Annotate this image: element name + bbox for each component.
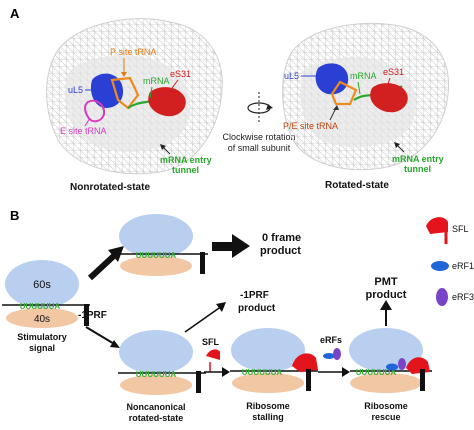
pmt-text-2: product <box>366 289 407 301</box>
rescue-label-2: rescue <box>371 412 400 422</box>
es31-protein-rotated <box>370 83 408 113</box>
pmt-text-1: PMT <box>374 276 398 288</box>
p-site-trna-shape <box>110 76 140 110</box>
zero-frame-text-1: 0 frame <box>262 232 301 244</box>
erf1-bound-icon <box>386 363 398 371</box>
sfl-bound-flag-icon <box>292 353 318 372</box>
entry-tunnel-label-right-2: tunnel <box>404 164 431 174</box>
slippery-sequence-3: UUUUUUA <box>136 370 177 379</box>
panel-b-letter: B <box>10 208 19 223</box>
pe-site-trna-shape <box>330 80 358 106</box>
ribosome-canonical: UUUUUUA <box>118 214 208 276</box>
stalling-label-2: stalling <box>252 412 284 422</box>
blue-oval-icon <box>431 261 449 271</box>
pe-site-trna-label: P/E site tRNA <box>283 121 338 131</box>
sfl-binding-step: SFL <box>202 337 230 377</box>
rescue-label-1: Ribosome <box>364 401 408 411</box>
ul5-label: uL5 <box>68 85 83 95</box>
erf1-small-icon <box>323 353 335 359</box>
rotation-indicator: Clockwise rotation of small subunit <box>222 92 296 153</box>
ribosome-rescue: UUUUUUA Ribosome rescue <box>349 328 432 422</box>
ul5-protein <box>90 73 124 108</box>
slippery-sequence-4: UUUUUUA <box>242 368 283 377</box>
small-subunit-stalling <box>232 373 304 393</box>
arrow-to-pmt: PMT product <box>366 276 407 326</box>
slippery-sequence-2: UUUUUUA <box>136 251 177 260</box>
erf3-small-icon <box>333 348 341 360</box>
ribosome-noncanonical: UUUUUUA Noncanonical rotated-state <box>118 330 206 423</box>
entry-tunnel-label-left-1: mRNA entry <box>160 155 212 165</box>
arrow-to-zero-frame: 0 frame product <box>212 232 301 258</box>
legend-label-erf1: eRF1 <box>452 261 474 271</box>
large-subunit-60s <box>5 260 79 308</box>
mrna-label-left: mRNA <box>143 76 170 86</box>
e-site-trna-label: E site tRNA <box>60 126 107 136</box>
legend-label-erf3: eRF3 <box>452 292 474 302</box>
mrna-structure-bar-rescue <box>420 369 425 391</box>
p-site-trna-label: P site tRNA <box>110 47 156 57</box>
arrow-to-noncanonical: -1PRF <box>78 310 120 348</box>
slippery-sequence-1: UUUUUUA <box>20 302 61 311</box>
prf-minus1-label: -1PRF <box>78 310 107 321</box>
small-subunit-top <box>120 256 192 276</box>
e-site-trna-shape <box>84 99 106 123</box>
prf-product-text-2: product <box>238 303 276 314</box>
panel-b: B UUUUUUA 60s 40s Stimulatory signal UUU… <box>2 208 474 423</box>
es31-protein <box>148 87 186 117</box>
noncanonical-label-2: rotated-state <box>129 413 184 423</box>
red-flag-icon <box>426 217 448 234</box>
rotation-text-2: of small subunit <box>228 143 291 153</box>
subunit-40s-label: 40s <box>34 314 50 325</box>
prf-product-text-1: -1PRF <box>240 290 269 301</box>
rotated-labels: uL5 mRNA eS31 P/E site tRNA mRNA entry t… <box>283 67 444 191</box>
noncanonical-label-1: Noncanonical <box>126 402 185 412</box>
ul5-label-rotated: uL5 <box>284 71 299 81</box>
stalling-label-1: Ribosome <box>246 401 290 411</box>
ribosome-stalling: UUUUUUA Ribosome stalling <box>230 328 318 422</box>
legend-item-erf3: eRF3 <box>436 288 474 306</box>
erf3-bound-icon <box>398 358 406 370</box>
slippery-sequence-5: UUUUUUA <box>356 368 397 377</box>
large-subunit-noncanonical <box>119 330 193 374</box>
legend-label-sfl: SFL <box>452 224 469 234</box>
erfs-binding-step: eRFs <box>318 335 350 377</box>
small-subunit-rescue <box>350 373 422 393</box>
entry-tunnel-label-left-2: tunnel <box>172 165 199 175</box>
entry-tunnel-label-right-1: mRNA entry <box>392 154 444 164</box>
ul5-protein-rotated <box>315 63 349 95</box>
small-subunit-40s <box>6 308 78 328</box>
mrna-structure-bar-noncanonical <box>196 371 201 393</box>
mrna-structure-bar-stalling <box>306 369 311 391</box>
sfl-step-label: SFL <box>202 337 220 347</box>
purple-oval-icon <box>436 288 448 306</box>
arrow-to-canonical <box>87 246 124 281</box>
stimulatory-signal-2: signal <box>29 343 55 353</box>
panel-a: A P site tRNA uL5 mRNA eS31 <box>10 6 450 193</box>
subunit-60s-label: 60s <box>33 279 51 291</box>
rotation-text-1: Clockwise rotation <box>222 132 295 142</box>
small-subunit-noncanonical <box>120 375 192 395</box>
stimulatory-signal-1: Stimulatory <box>17 332 67 342</box>
rotated-structure <box>282 22 450 171</box>
large-subunit-top <box>119 214 193 258</box>
large-subunit-stalling <box>231 328 305 372</box>
erfs-step-label: eRFs <box>320 335 342 345</box>
legend-item-erf1: eRF1 <box>431 261 474 271</box>
panel-a-letter: A <box>10 6 20 21</box>
legend-item-sfl: SFL <box>426 217 469 244</box>
legend: SFL eRF1 eRF3 <box>426 217 474 306</box>
mrna-label-right: mRNA <box>350 71 377 81</box>
nonrotated-state-label: Nonrotated-state <box>70 182 150 193</box>
es31-label-right: eS31 <box>383 67 404 77</box>
zero-frame-text-2: product <box>260 245 301 257</box>
mrna-structure-bar-top <box>200 252 205 274</box>
rotated-state-label: Rotated-state <box>325 180 389 191</box>
mrna-structure-bar <box>84 304 89 326</box>
arrow-to-prf-product: -1PRF product <box>184 290 276 333</box>
nonrotated-structure <box>46 18 223 175</box>
es31-label-left: eS31 <box>170 69 191 79</box>
nonrotated-labels: P site tRNA uL5 mRNA eS31 E site tRNA mR… <box>60 47 212 193</box>
ribosome-initial: UUUUUUA 60s 40s Stimulatory signal <box>2 260 90 353</box>
